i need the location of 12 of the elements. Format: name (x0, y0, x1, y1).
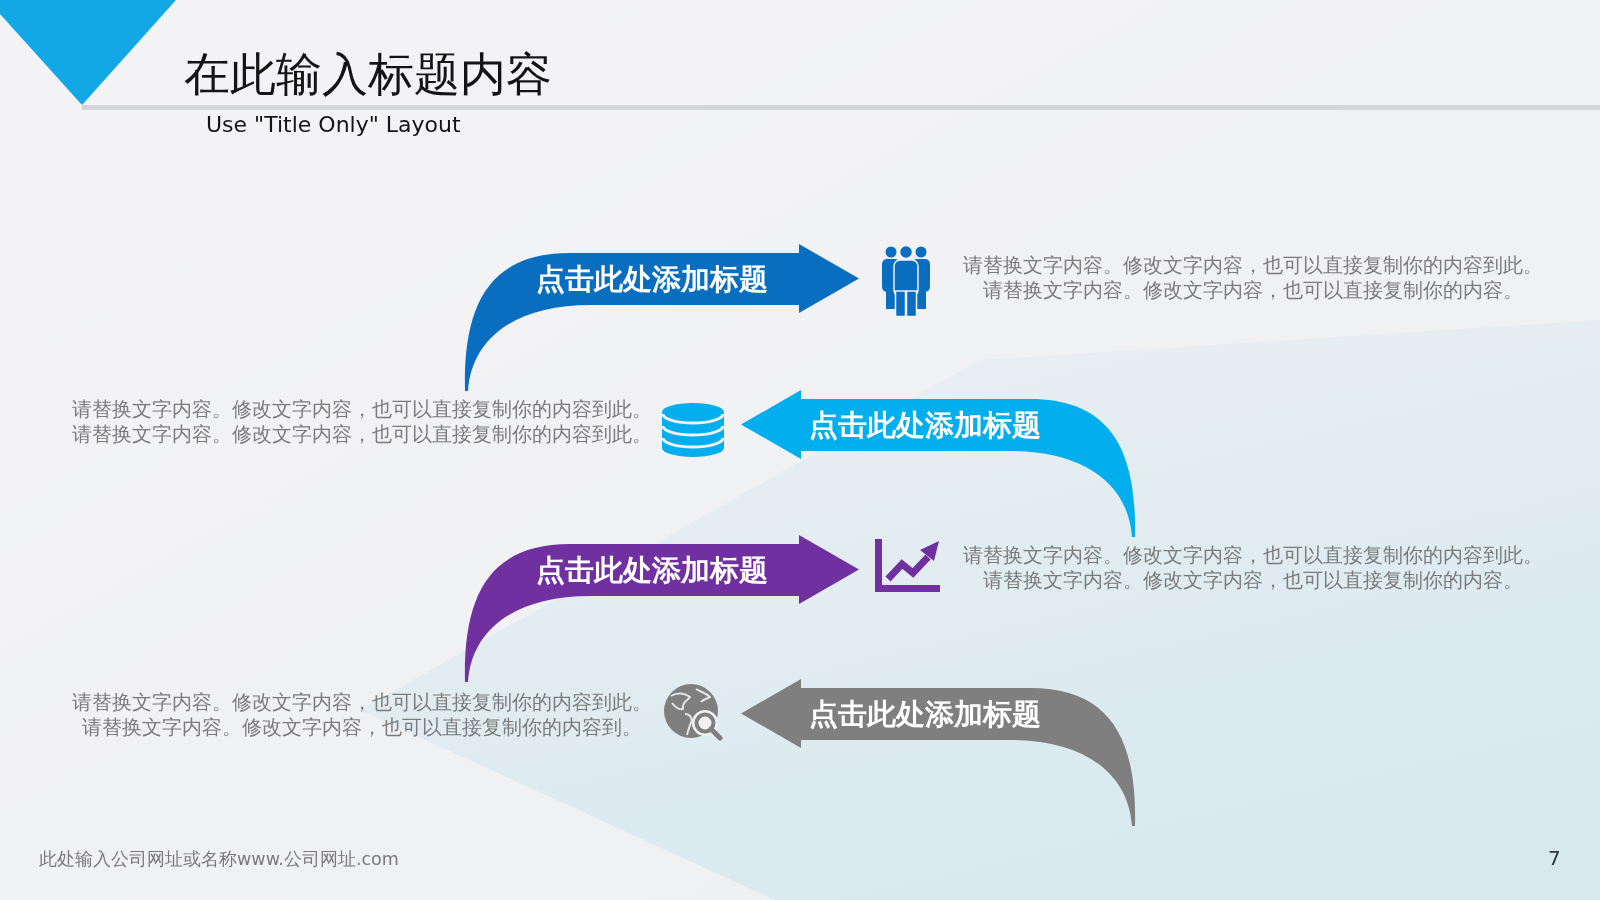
page-number: 7 (1548, 846, 1561, 870)
description-text: 请替换文字内容。修改文字内容，也可以直接复制你的内容到此。请替换文字内容。修改文字内容，也可以直接复制你的内容。 (962, 543, 1544, 593)
description-text: 请替换文字内容。修改文字内容，也可以直接复制你的内容到此。请替换文字内容。修改文字内容，也可以直接复制你的内容到。 (71, 690, 653, 740)
arrow-title: 点击此处添加标题 (536, 553, 768, 587)
arrow-title: 点击此处添加标题 (809, 408, 1041, 442)
slide-title: 在此输入标题内容 (184, 47, 552, 101)
arrow-title: 点击此处添加标题 (809, 697, 1041, 731)
description-text: 请替换文字内容。修改文字内容，也可以直接复制你的内容到此。请替换文字内容。修改文字内容，也可以直接复制你的内容。 (962, 253, 1544, 303)
arrow-title: 点击此处添加标题 (536, 262, 768, 296)
description-text: 请替换文字内容。修改文字内容，也可以直接复制你的内容到此。请替换文字内容。修改文字内容，也可以直接复制你的内容到此。 (71, 397, 653, 447)
subtitle: Use "Title Only" Layout (206, 112, 461, 138)
footer-text: 此处输入公司网址或名称www.公司网址.com (39, 848, 399, 870)
